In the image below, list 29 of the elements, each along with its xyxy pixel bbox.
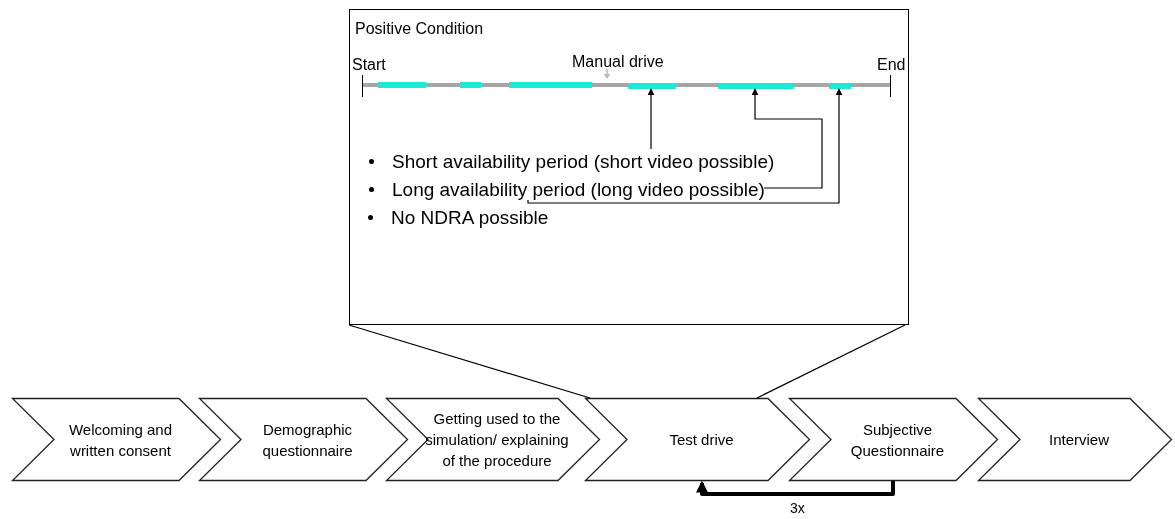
- chevron-step: [386, 398, 600, 481]
- bullet-text: Short availability period (short video possible): [392, 150, 775, 173]
- step-text: Getting used to the simulation/ explaining of the procedure: [424, 409, 570, 471]
- text-label: Manual drive: [572, 52, 664, 72]
- zoom-line: [756, 324, 906, 399]
- bullet-text: Long availability period (long video possible): [392, 178, 765, 201]
- text-label: Start: [352, 55, 386, 75]
- availability-segment: [829, 83, 851, 89]
- chevron-step: [978, 398, 1172, 481]
- step-text: Test drive: [669, 430, 734, 450]
- panel-title: Positive Condition: [355, 19, 484, 39]
- chevron-step: [585, 398, 810, 481]
- step-text: Demographic questionnaire: [261, 419, 354, 461]
- step-text: Interview: [1049, 430, 1109, 450]
- chevron-step: [789, 398, 998, 481]
- condition-panel: [349, 9, 909, 325]
- leader-arrow: [527, 88, 843, 204]
- repeat-arrow: [696, 480, 895, 496]
- leader-arrow: [751, 88, 823, 189]
- availability-segment: [718, 83, 794, 89]
- chevron-step: [199, 398, 408, 481]
- zoom-line: [348, 324, 591, 399]
- text-label: End: [877, 55, 906, 75]
- availability-segment: [628, 83, 676, 89]
- chevron-step: [12, 398, 221, 481]
- text-label: No NDRA possible: [391, 206, 549, 230]
- step-text: Welcoming and written consent: [67, 419, 174, 461]
- step-text: Subjective Questionnaire: [849, 419, 946, 461]
- leader-arrow: [647, 88, 655, 150]
